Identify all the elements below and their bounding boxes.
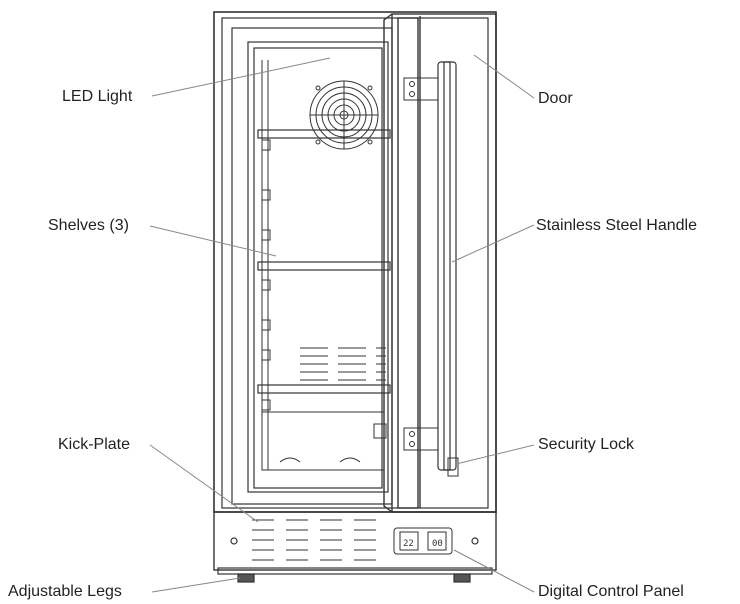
leader-security-lock	[455, 444, 535, 465]
label-handle: Stainless Steel Handle	[536, 217, 697, 234]
leader-led-light	[151, 57, 331, 97]
leader-control-panel	[453, 549, 535, 593]
shelf-rails	[261, 60, 271, 470]
label-adjustable-legs: Adjustable Legs	[8, 583, 122, 600]
label-led-light: LED Light	[62, 88, 133, 105]
lock-icon	[447, 457, 459, 477]
leader-lines	[149, 54, 535, 593]
handle-bar	[437, 61, 457, 471]
leader-shelves	[149, 225, 277, 257]
leader-handle	[451, 224, 535, 263]
label-shelves: Shelves (3)	[48, 217, 129, 234]
label-security-lock: Security Lock	[538, 436, 635, 453]
interior-vents	[300, 347, 386, 381]
interior-liner	[247, 41, 389, 493]
kick-plate	[213, 511, 497, 575]
door-panel	[383, 13, 497, 513]
svg-text:00: 00	[432, 539, 443, 549]
label-control-panel: Digital Control Panel	[538, 583, 684, 600]
adjustable-feet	[237, 573, 471, 583]
bottom-tray	[261, 411, 387, 471]
hinge-icon	[403, 77, 439, 451]
leader-kick-plate	[149, 444, 259, 523]
leader-door	[473, 54, 535, 99]
shelves	[257, 129, 391, 394]
fan-icon	[309, 80, 379, 150]
leader-adjustable-legs	[151, 577, 241, 593]
label-kick-plate: Kick-Plate	[58, 436, 131, 453]
svg-text:22: 22	[403, 539, 414, 549]
label-door: Door	[538, 90, 573, 107]
control-panel-display: 22 00	[393, 527, 453, 555]
